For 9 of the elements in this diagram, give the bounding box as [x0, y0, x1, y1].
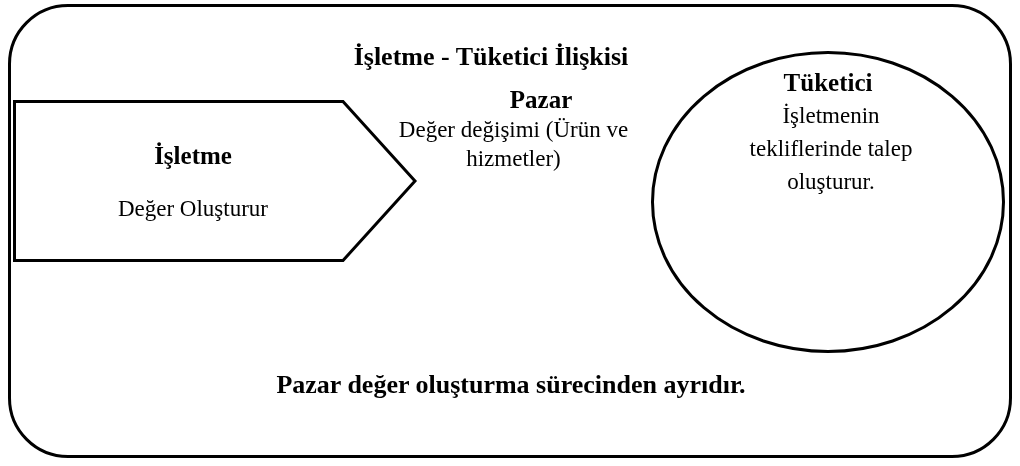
node-text: Değer Oluşturur — [116, 195, 270, 223]
summary-note: Pazar değer oluşturma sürecinden ayrıdır. — [275, 369, 747, 401]
node-heading: Tüketici — [782, 68, 874, 98]
node-text: İşletmenin tekliflerinde talep oluşturur. — [748, 102, 914, 196]
market-text: Değer değişimi (Ürün ve hizmetler) — [397, 116, 630, 173]
rounded-frame — [8, 4, 1012, 458]
node-heading: İşletme — [153, 141, 233, 171]
frame-title: İşletme - Tüketici İlişkisi — [352, 41, 630, 73]
market-heading: Pazar — [508, 85, 574, 115]
